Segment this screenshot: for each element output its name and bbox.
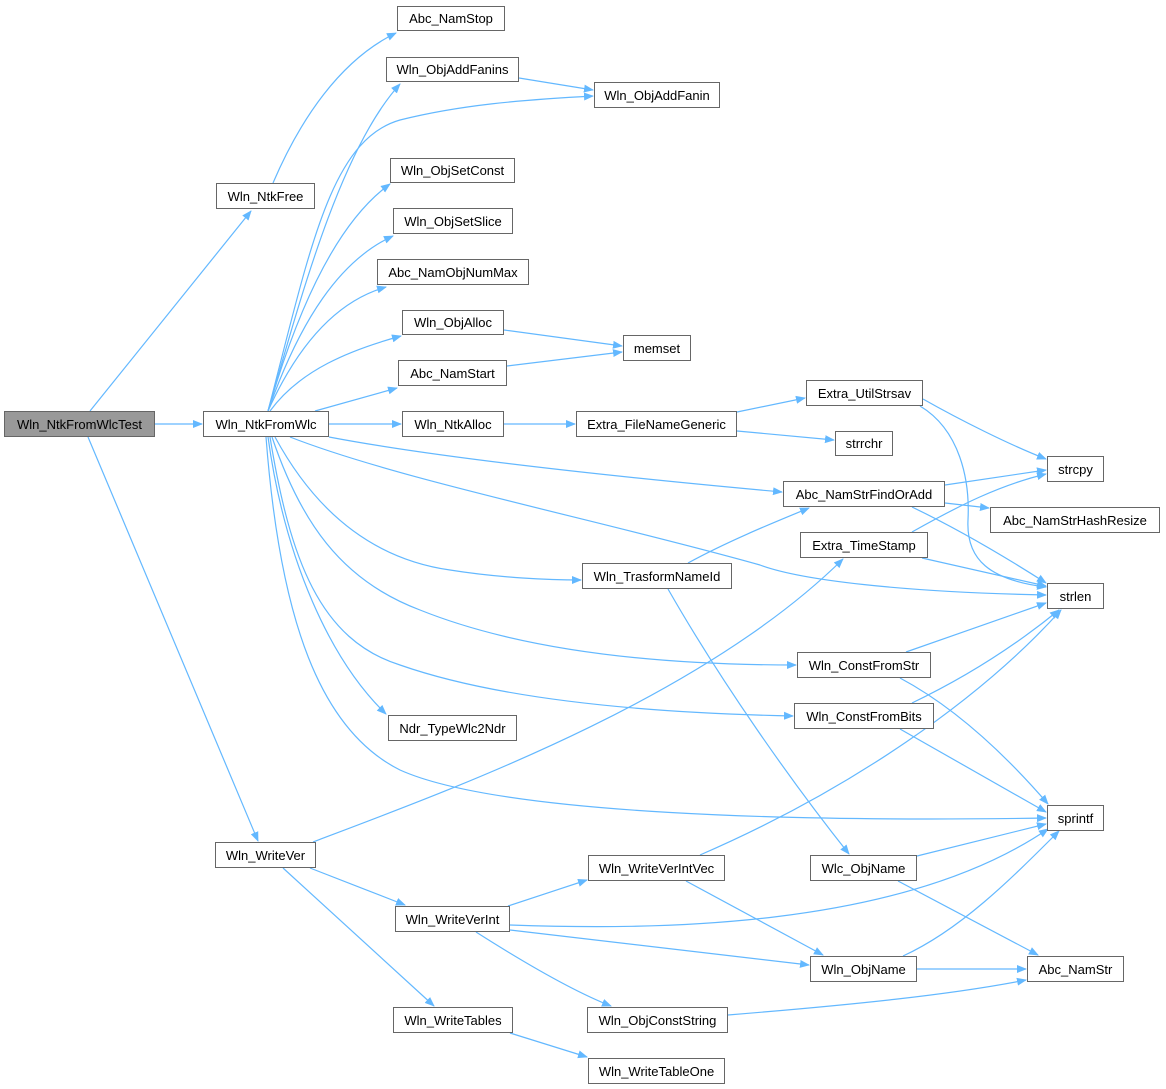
edge-namStrFindOrAdd-to-strlen [911,506,1047,584]
edge-ntkFromWlc-to-constFromStr [271,436,797,669]
edge-ntkFromWlc-to-objAlloc [269,334,402,412]
edge-constFromBits-to-sprintf [899,728,1047,813]
edge-ntkFree-to-namStop [272,32,397,184]
edge-writeVerInt-to-sprintf [509,828,1049,928]
edge-wlcObjName-to-namStr [897,880,1039,956]
node-utilStrsav[interactable]: Extra_UtilStrsav [806,380,923,406]
node-objAddFanins[interactable]: Wln_ObjAddFanins [386,57,519,82]
edge-namStart-to-memset [506,349,623,367]
edge-namStrFindOrAdd-to-strcpy [944,467,1047,486]
node-sprintf[interactable]: sprintf [1047,805,1104,831]
edge-ntkFromWlc-to-namStart [314,386,398,412]
edge-ntkFromWlc-to-objAddFanin [267,92,594,412]
edge-writeVerInt-to-wlnObjName [509,929,810,968]
edge-ntkFromWlc-to-objSetSlice [267,235,394,412]
node-objSetSlice[interactable]: Wln_ObjSetSlice [393,208,513,234]
edge-fileNameGeneric-to-utilStrsav [736,395,806,413]
edge-fileNameGeneric-to-strrchr [736,430,835,444]
edge-constFromStr-to-sprintf [899,677,1049,805]
node-writeVer[interactable]: Wln_WriteVer [215,842,316,868]
node-memset[interactable]: memset [623,335,691,361]
node-objSetConst[interactable]: Wln_ObjSetConst [390,158,515,183]
edge-writeVerIntVec-to-wlnObjName [685,880,824,956]
node-wlcObjName[interactable]: Wlc_ObjName [810,855,917,881]
node-namObjNumMax[interactable]: Abc_NamObjNumMax [377,259,529,285]
node-namStr[interactable]: Abc_NamStr [1027,956,1124,982]
edge-wlcObjName-to-sprintf [916,822,1047,857]
node-strlen[interactable]: strlen [1047,583,1104,609]
edge-writeVer-to-writeVerInt [309,867,406,906]
edge-wlnObjName-to-sprintf [902,830,1060,957]
node-constFromBits[interactable]: Wln_ConstFromBits [794,703,934,729]
edge-namStrFindOrAdd-to-namStrHashResize [944,502,990,511]
node-fileNameGeneric[interactable]: Extra_FileNameGeneric [576,411,737,437]
node-trasformNameId[interactable]: Wln_TrasformNameId [582,563,732,589]
node-ntkFree[interactable]: Wln_NtkFree [216,183,315,209]
edge-ntkFromWlc-to-objSetConst [267,183,391,412]
edge-trasformNameId-to-wlcObjName [667,588,850,855]
node-ntkAlloc[interactable]: Wln_NtkAlloc [402,411,504,437]
node-objAlloc[interactable]: Wln_ObjAlloc [402,310,504,335]
edge-test-to-ntkFree [89,210,252,412]
node-writeVerInt[interactable]: Wln_WriteVerInt [395,906,510,932]
edge-ntkFromWlc-to-trasformNameId [274,436,582,584]
edge-utilStrsav-to-strcpy [922,398,1047,460]
node-ntkFromWlc[interactable]: Wln_NtkFromWlc [203,411,329,437]
edge-constFromBits-to-strlen [911,609,1060,704]
edge-writeVerIntVec-to-strlen [699,609,1062,856]
node-namStart[interactable]: Abc_NamStart [398,360,507,386]
node-namStrFindOrAdd[interactable]: Abc_NamStrFindOrAdd [783,481,945,507]
node-objAddFanin[interactable]: Wln_ObjAddFanin [594,82,720,108]
edge-ntkFromWlc-to-constFromBits [269,436,794,720]
node-objConstString[interactable]: Wln_ObjConstString [587,1007,728,1033]
edge-writeTables-to-writeTableOne [509,1032,588,1059]
node-typeWlc2Ndr[interactable]: Ndr_TypeWlc2Ndr [388,715,517,741]
edge-ntkFromWlc-to-namStrFindOrAdd [328,436,783,496]
edge-ntkFromWlc-to-strlen [289,436,1047,599]
edge-ntkFromWlc-to-namObjNumMax [267,285,387,412]
edge-writeVer-to-writeTables [282,867,435,1007]
node-strcpy[interactable]: strcpy [1047,456,1104,482]
edge-writeVerInt-to-writeVerIntVec [507,879,588,907]
node-constFromStr[interactable]: Wln_ConstFromStr [797,652,931,678]
edge-ntkFromWlc-to-objAddFanins [267,83,401,412]
node-writeVerIntVec[interactable]: Wln_WriteVerIntVec [588,855,725,881]
edge-trasformNameId-to-namStrFindOrAdd [687,507,810,564]
edge-objAddFanins-to-objAddFanin [518,77,594,93]
edge-objAlloc-to-memset [503,329,623,349]
node-strrchr[interactable]: strrchr [835,431,893,456]
edge-timeStamp-to-strlen [921,557,1047,588]
edge-ntkFromWlc-to-typeWlc2Ndr [267,436,387,715]
edge-test-to-writeVer [87,436,259,842]
node-timeStamp[interactable]: Extra_TimeStamp [800,532,928,558]
edge-timeStamp-to-strcpy [911,472,1047,533]
node-writeTableOne[interactable]: Wln_WriteTableOne [588,1058,725,1084]
edge-writeVer-to-timeStamp [312,558,844,843]
edge-objConstString-to-namStr [727,977,1027,1016]
node-namStrHashResize[interactable]: Abc_NamStrHashResize [990,507,1160,533]
node-test[interactable]: Wln_NtkFromWlcTest [4,411,155,437]
node-writeTables[interactable]: Wln_WriteTables [393,1007,513,1033]
node-namStop[interactable]: Abc_NamStop [397,6,505,31]
edge-ntkFromWlc-to-sprintf [265,436,1047,823]
edge-writeVerInt-to-objConstString [475,931,612,1007]
node-wlnObjName[interactable]: Wln_ObjName [810,956,917,982]
edge-constFromStr-to-strlen [905,602,1047,653]
